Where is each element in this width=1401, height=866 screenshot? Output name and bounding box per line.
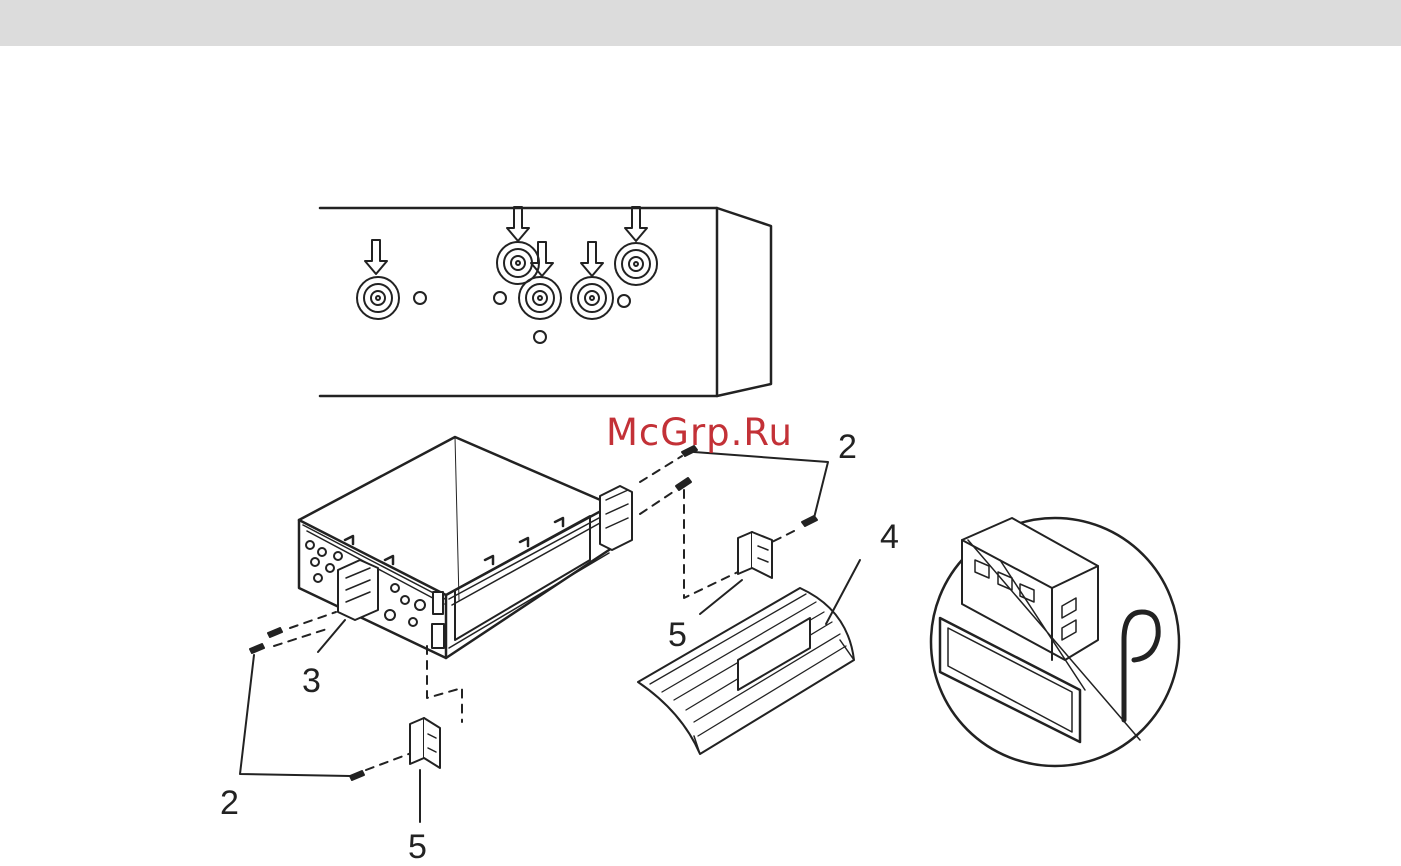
screw	[250, 644, 264, 653]
rca-jacks	[357, 242, 657, 319]
callout-5-bottom: 5	[408, 830, 427, 864]
rca-jack	[571, 277, 613, 319]
screw	[676, 478, 691, 490]
side-bracket	[600, 486, 632, 550]
callout-3: 3	[302, 664, 321, 698]
down-arrow-icon	[531, 242, 553, 276]
callout-4: 4	[880, 520, 899, 554]
watermark: McGrp.Ru	[606, 414, 793, 451]
callout-5-right: 5	[668, 618, 687, 652]
callout-2-top: 2	[838, 430, 857, 464]
rca-jack	[519, 277, 561, 319]
rear-panel	[320, 207, 771, 396]
screw	[268, 628, 282, 637]
head-unit-chassis	[299, 437, 612, 658]
trim-ring	[638, 588, 854, 754]
down-arrow-icons	[365, 207, 647, 276]
mounting-clip-bottom	[410, 718, 440, 768]
screw	[350, 771, 364, 780]
rca-jack	[615, 243, 657, 285]
down-arrow-icon	[365, 240, 387, 274]
down-arrow-icon	[581, 242, 603, 276]
rca-jack	[357, 277, 399, 319]
down-arrow-icon	[507, 207, 529, 241]
mounting-clip-right	[738, 532, 772, 578]
callout-2-left: 2	[220, 786, 239, 820]
connector-detail-inset	[931, 518, 1179, 766]
down-arrow-icon	[625, 207, 647, 241]
